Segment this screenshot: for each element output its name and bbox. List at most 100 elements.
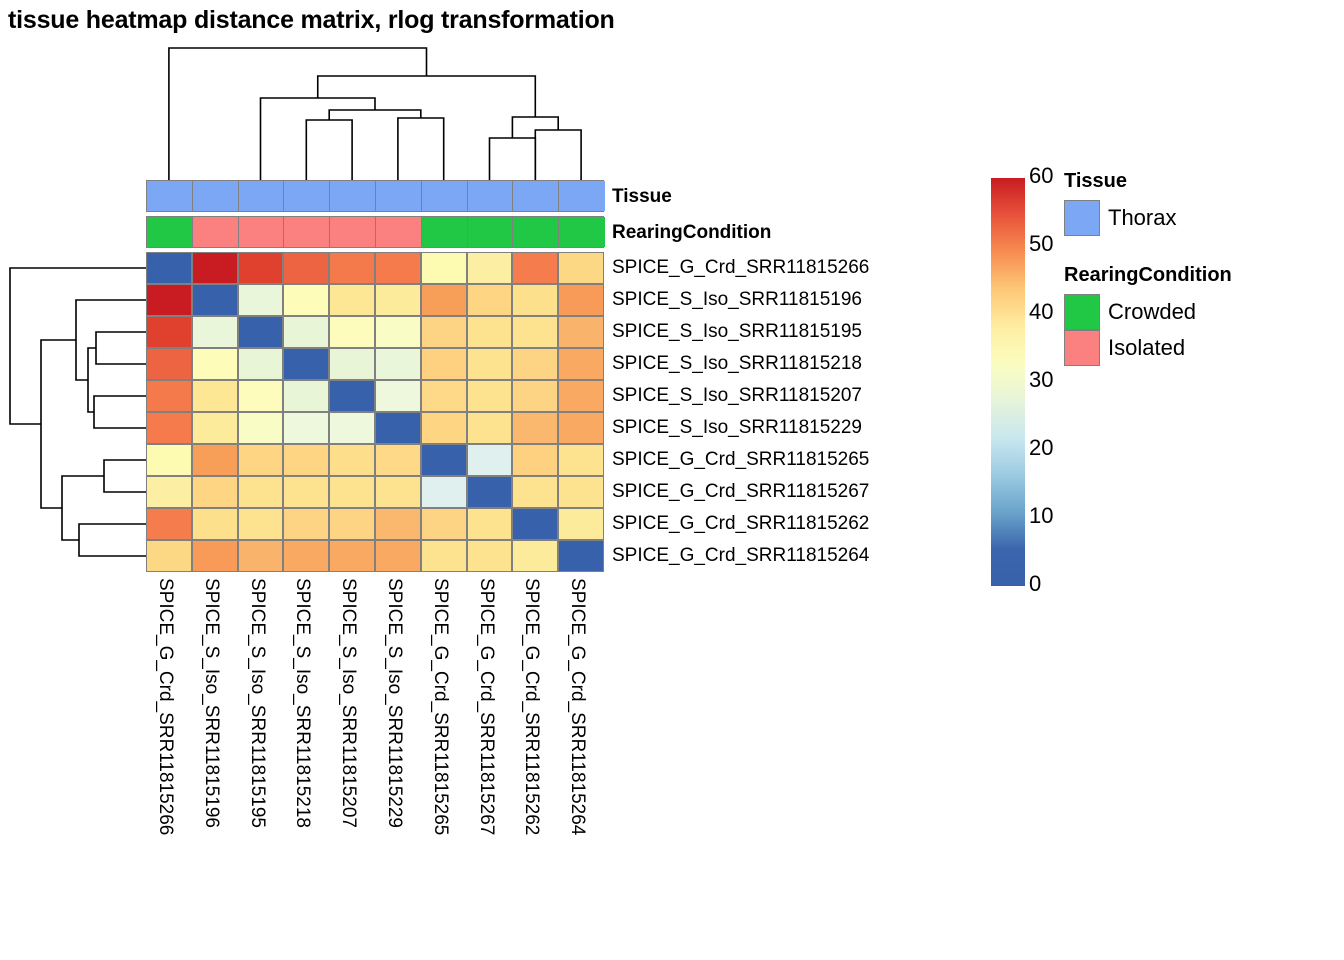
- heatmap-cell: [512, 540, 559, 572]
- heatmap-cell: [146, 316, 192, 348]
- heatmap-cell: [466, 508, 513, 540]
- annotation-cell-tissue: [421, 181, 468, 211]
- row-label: SPICE_G_Crd_SRR11815266: [612, 257, 870, 278]
- heatmap-cell: [512, 380, 559, 412]
- annotation-cell-tissue: [330, 181, 376, 211]
- annotation-bar-tissue: [146, 180, 605, 212]
- heatmap-cell: [558, 444, 604, 476]
- heatmap-cell: [420, 348, 467, 380]
- heatmap-cell: [146, 444, 192, 476]
- row-label: SPICE_G_Crd_SRR11815262: [612, 513, 870, 534]
- heatmap-cell: [283, 316, 330, 348]
- heatmap-cell: [191, 316, 238, 348]
- annotation-bar-rearingcondition: [146, 216, 605, 248]
- column-label: SPICE_S_Iso_SRR11815218: [292, 578, 314, 828]
- annotation-cell-rearingcondition: [192, 217, 239, 247]
- heatmap-cell: [237, 380, 284, 412]
- annotation-cell-rearingcondition: [513, 217, 560, 247]
- colorbar-tick-label: 20: [1029, 435, 1054, 460]
- heatmap-cell: [329, 508, 375, 540]
- column-label: SPICE_G_Crd_SRR11815266: [154, 578, 176, 836]
- heatmap-cell: [512, 316, 559, 348]
- heatmap-cell: [375, 444, 421, 476]
- heatmap-cell: [283, 508, 330, 540]
- heatmap-cell: [329, 476, 375, 508]
- heatmap-cell: [420, 508, 467, 540]
- heatmap-cell: [237, 412, 284, 444]
- heatmap-cell: [512, 252, 559, 284]
- column-dendrogram: [168, 47, 582, 180]
- annotation-cell-tissue: [192, 181, 239, 211]
- heatmap-cell: [466, 476, 513, 508]
- heatmap-cell: [466, 540, 513, 572]
- heatmap-cell: [466, 348, 513, 380]
- heatmap-cell: [466, 284, 513, 316]
- heatmap-cell: [420, 252, 467, 284]
- legend-item-label: Thorax: [1108, 205, 1177, 230]
- heatmap-cell: [283, 380, 330, 412]
- heatmap-cell: [375, 540, 421, 572]
- heatmap-cell: [146, 540, 192, 572]
- heatmap-cell: [558, 476, 604, 508]
- heatmap-cell: [283, 476, 330, 508]
- column-label: SPICE_G_Crd_SRR11815265: [429, 578, 451, 836]
- annotation-cell-rearingcondition: [284, 217, 331, 247]
- row-dendrogram: [9, 267, 146, 557]
- annotation-cell-tissue: [513, 181, 560, 211]
- heatmap-cell: [420, 444, 467, 476]
- heatmap-cell: [466, 412, 513, 444]
- heatmap-cell: [283, 252, 330, 284]
- heatmap-cell: [466, 444, 513, 476]
- heatmap-cell: [329, 252, 375, 284]
- heatmap-cell: [237, 252, 284, 284]
- heatmap-cell: [146, 412, 192, 444]
- heatmap-cell: [466, 252, 513, 284]
- annotation-label-rearingcondition: RearingCondition: [612, 222, 772, 243]
- colorbar-gradient: [991, 178, 1025, 586]
- annotation-cell-tissue: [559, 181, 605, 211]
- column-label: SPICE_S_Iso_SRR11815207: [338, 578, 360, 828]
- heatmap-cell: [512, 508, 559, 540]
- heatmap-cell: [146, 252, 192, 284]
- annotation-label-tissue: Tissue: [612, 186, 672, 207]
- heatmap-cell: [558, 284, 604, 316]
- heatmap-cell: [191, 348, 238, 380]
- heatmap-cell: [329, 348, 375, 380]
- row-label: SPICE_G_Crd_SRR11815267: [612, 481, 870, 502]
- heatmap-cell: [237, 348, 284, 380]
- heatmap-cell: [466, 316, 513, 348]
- colorbar-tick-label: 10: [1029, 503, 1054, 528]
- annotation-cell-tissue: [376, 181, 422, 211]
- legend-item-label: Isolated: [1108, 335, 1186, 360]
- heatmap-cell: [329, 540, 375, 572]
- annotation-cell-tissue: [467, 181, 514, 211]
- heatmap-cell: [512, 348, 559, 380]
- heatmap-cell: [146, 348, 192, 380]
- colorbar-tick-label: 50: [1029, 231, 1054, 256]
- row-label: SPICE_S_Iso_SRR11815207: [612, 385, 862, 406]
- heatmap-cell: [329, 284, 375, 316]
- annotation-cell-rearingcondition: [330, 217, 376, 247]
- annotation-cell-rearingcondition: [559, 217, 605, 247]
- annotation-cell-tissue: [238, 181, 285, 211]
- heatmap-cell: [146, 380, 192, 412]
- heatmap-cell: [283, 412, 330, 444]
- heatmap-cell: [558, 380, 604, 412]
- heatmap-cell: [512, 412, 559, 444]
- column-label: SPICE_G_Crd_SRR11815267: [475, 578, 497, 836]
- annotation-cell-rearingcondition: [467, 217, 514, 247]
- column-label: SPICE_G_Crd_SRR11815262: [521, 578, 543, 836]
- heatmap-cell: [558, 316, 604, 348]
- heatmap-cell: [146, 508, 192, 540]
- heatmap-cell: [329, 444, 375, 476]
- heatmap-cell: [375, 508, 421, 540]
- colorbar-tick-label: 30: [1029, 367, 1054, 392]
- heatmap-cell: [237, 316, 284, 348]
- row-label: SPICE_S_Iso_SRR11815195: [612, 321, 862, 342]
- heatmap-cell: [191, 476, 238, 508]
- heatmap-cell: [283, 540, 330, 572]
- heatmap-cell: [329, 412, 375, 444]
- heatmap-cell: [420, 316, 467, 348]
- heatmap-cell: [375, 348, 421, 380]
